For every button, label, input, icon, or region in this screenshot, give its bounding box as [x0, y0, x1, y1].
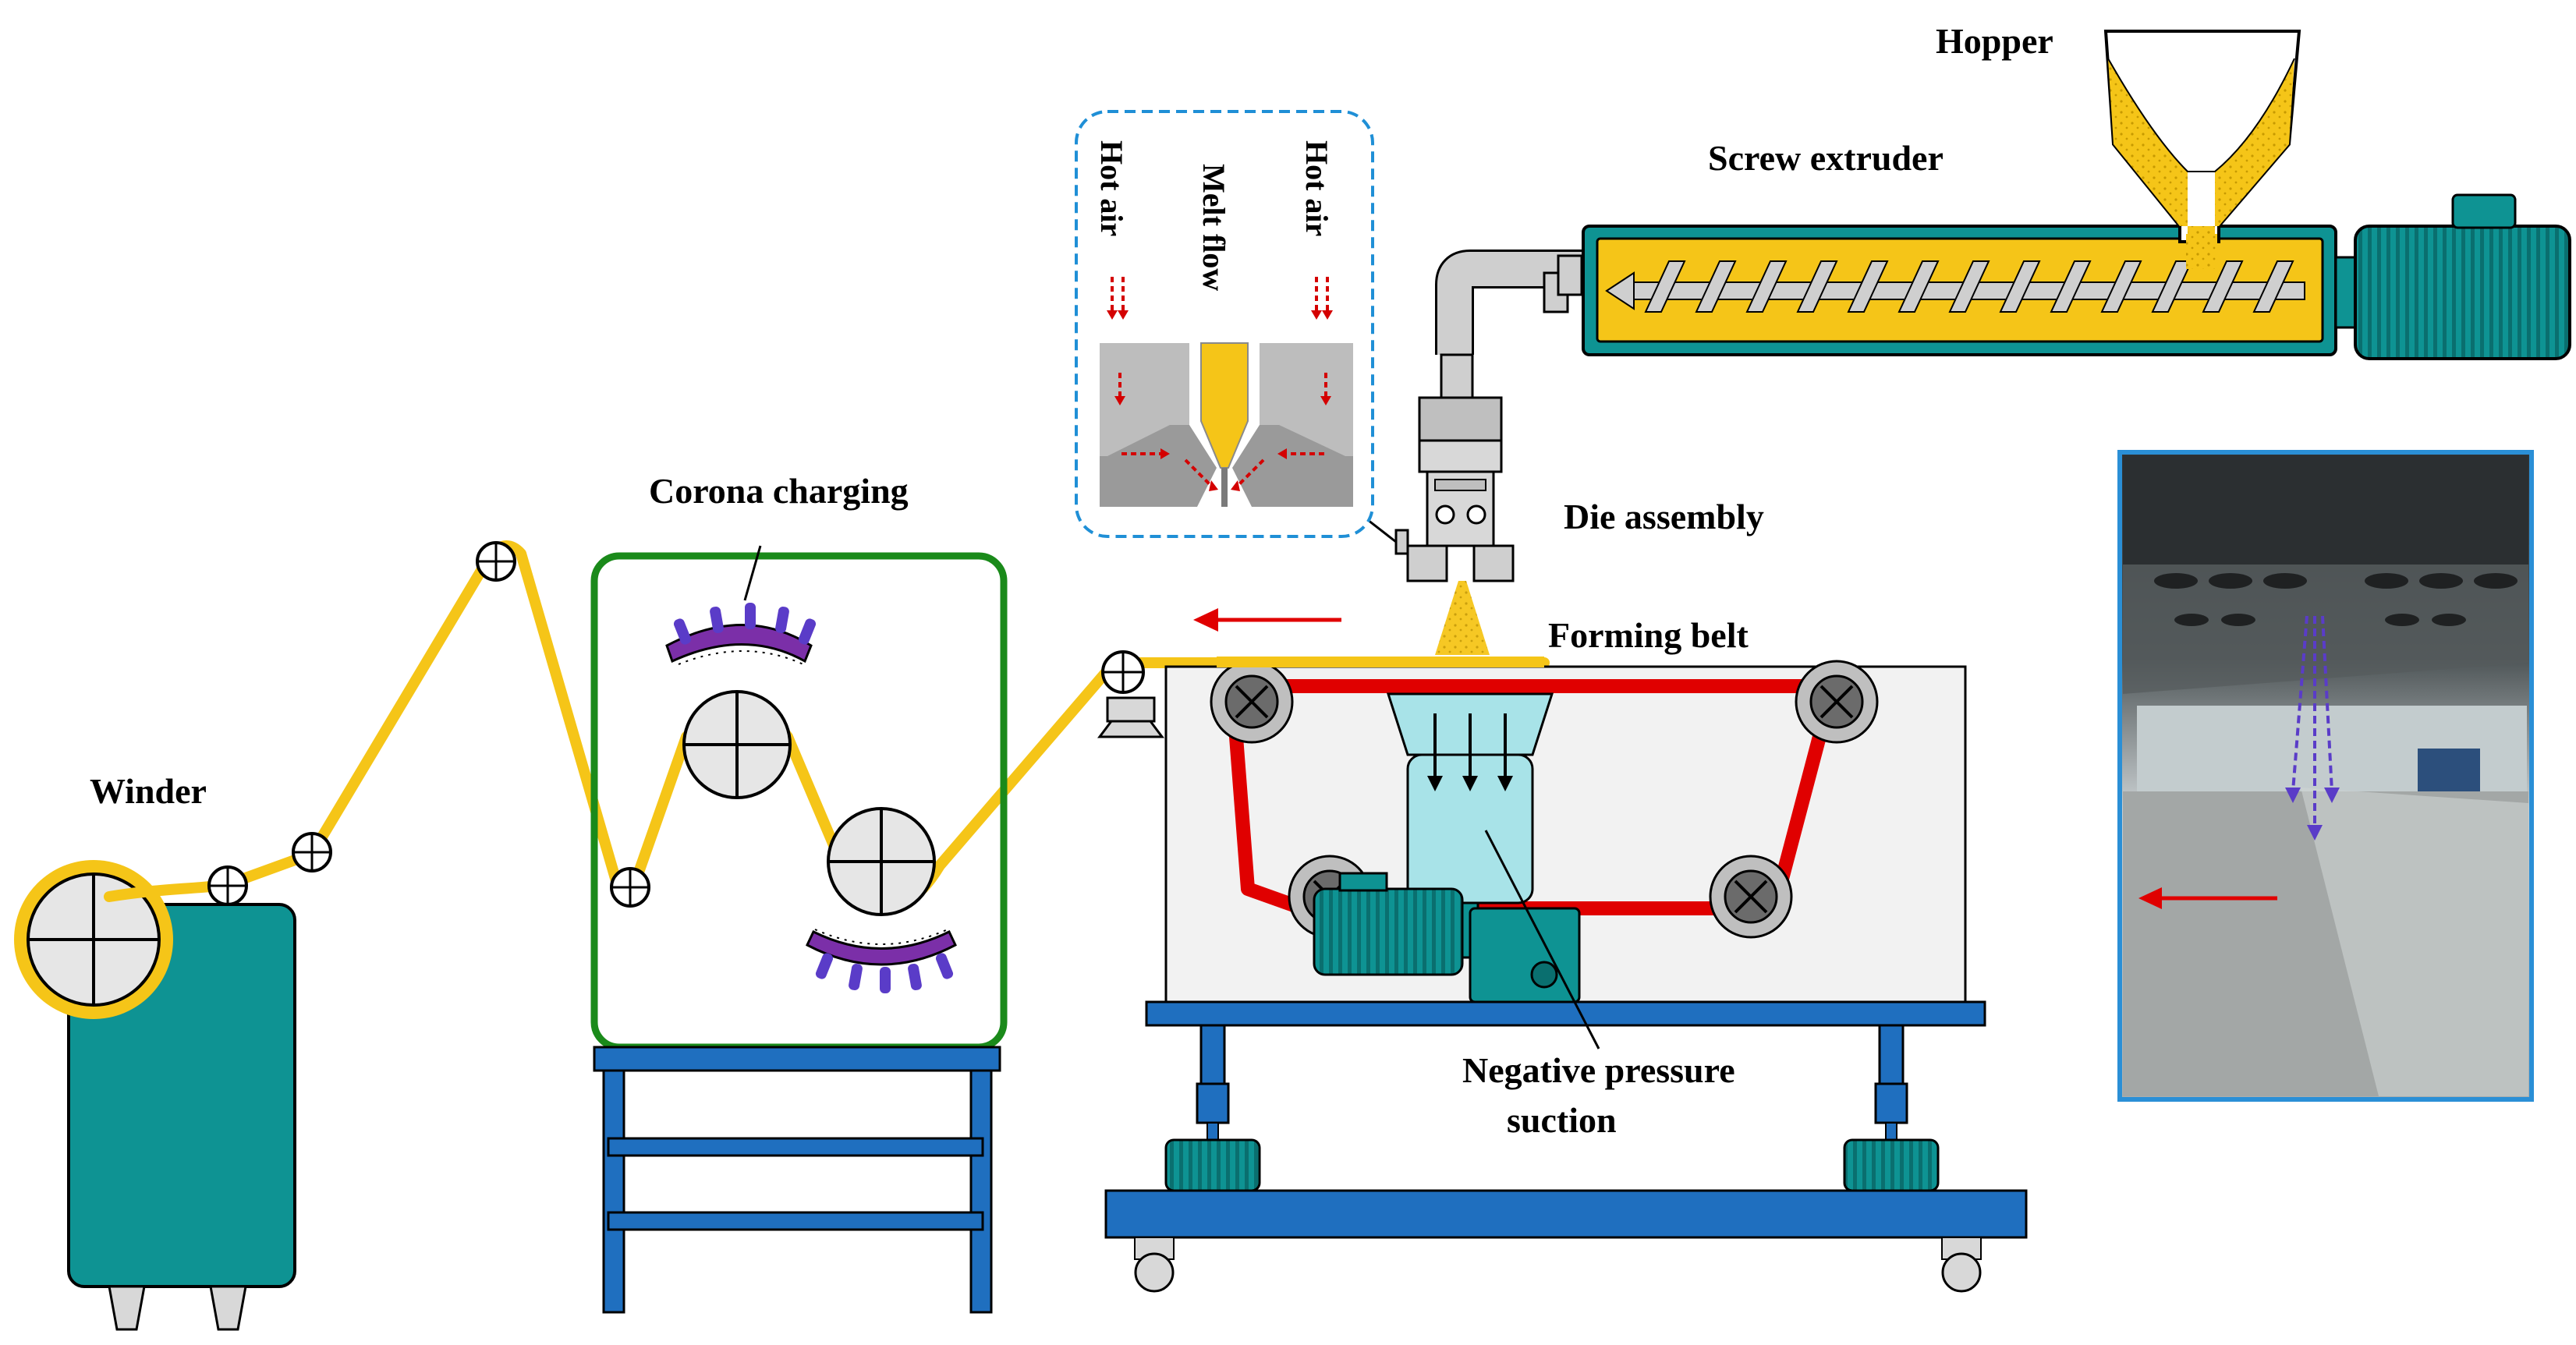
belt-roller-2: [1795, 660, 1879, 744]
guide-roller-1: [207, 865, 248, 906]
belt-roller-1: [1210, 660, 1294, 744]
die-assembly: Die assembly: [1360, 250, 1764, 655]
forming-machine: Negative pressure suction Forming belt: [1097, 608, 2028, 1293]
entry-roller: [1097, 650, 1164, 738]
guide-roller-4: [610, 867, 650, 908]
left-arrow-icon: [1193, 608, 1341, 632]
negative-pressure-suction-box: [1386, 692, 1554, 904]
inset-melt-flow: Melt flow: [1196, 164, 1231, 291]
motor-icon: [1313, 872, 1581, 1003]
corona-electrode-bottom: [806, 929, 957, 993]
screw-extruder-label: Screw extruder: [1708, 138, 1944, 178]
corona-charging-label: Corona charging: [649, 471, 909, 511]
die-assembly-label: Die assembly: [1564, 497, 1764, 536]
forming-belt-label: Forming belt: [1548, 615, 1749, 655]
guide-roller-2: [292, 832, 332, 872]
die-cross-section-inset: Hot air Melt flow Hot air: [1075, 110, 1374, 538]
corona-roller-bottom: [827, 807, 936, 916]
negative-pressure-label-line2: suction: [1507, 1100, 1617, 1140]
hopper: Hopper: [1936, 21, 2301, 269]
screw-extruder: Screw extruder: [1582, 138, 2571, 360]
inset-hot-air-right: Hot air: [1299, 140, 1334, 236]
hopper-label: Hopper: [1936, 21, 2053, 61]
corona-roller-top: [682, 690, 792, 799]
guide-roller-3: [476, 541, 516, 582]
inset-hot-air-left: Hot air: [1094, 140, 1129, 236]
production-line-photo: [2117, 450, 2534, 1102]
corona-electrode-top: [665, 603, 817, 665]
negative-pressure-label-line1: Negative pressure: [1462, 1050, 1735, 1090]
winder: Winder: [14, 771, 296, 1331]
corona-charging-unit: Corona charging: [590, 471, 1008, 1314]
belt-roller-4: [1709, 855, 1793, 939]
winder-label: Winder: [90, 771, 207, 811]
